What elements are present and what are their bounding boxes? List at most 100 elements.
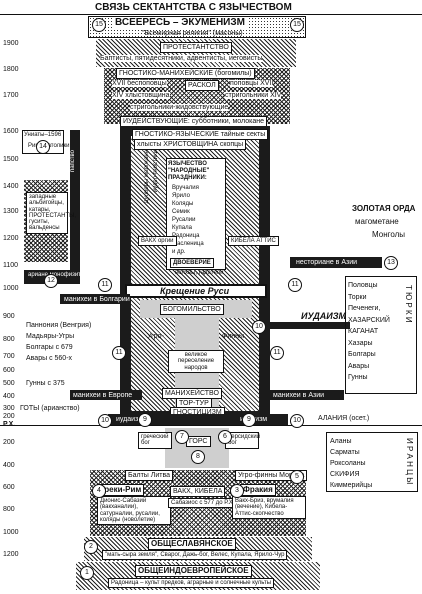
people-item: Болгары с 679 <box>26 344 73 351</box>
judaism-arrow <box>255 322 350 329</box>
turks-item: Болгары <box>348 351 376 358</box>
year-700: 700 <box>3 353 15 360</box>
era-line <box>0 425 422 426</box>
holiday-item: и др. <box>172 249 186 255</box>
iranian-item: Киммерийцы <box>330 482 373 489</box>
turks-box <box>345 276 417 394</box>
turks-item: Печенеги, <box>348 305 381 312</box>
vakh-label: ВАКХ оргии <box>138 236 177 247</box>
holiday-item: Радоница <box>172 233 200 239</box>
marker-11-mid-right: 11 <box>270 346 284 360</box>
marker-8: 8 <box>191 450 205 464</box>
left-col-text: Дуоборы молокане <box>144 150 150 204</box>
schism-label: РАСКОЛ <box>185 80 219 92</box>
marker-4: 4 <box>92 484 106 498</box>
baptism-band <box>125 284 267 298</box>
ecumenism-label: ВСЕЕРЕСЬ – ЭКУМЕНИЗМ <box>112 18 248 28</box>
turks-item: Торки <box>348 293 367 301</box>
year-1900: 1900 <box>3 40 19 47</box>
heresies-label: западные альбигойцы, катары, ПРОТЕСТАНТЫ… <box>26 192 76 234</box>
year-1200: 1200 <box>3 235 19 242</box>
year-rh: Р.Х. <box>3 421 16 428</box>
line3: стригольники-жидовствующие <box>130 104 229 111</box>
indo-european-label: ОБЩЕИНДОЕВРОПЕЙСКОЕ <box>135 565 252 578</box>
iranian-item: СКИФИЯ <box>330 471 360 478</box>
holidays-list: Вручалия Ярило Коляды Семик Русалии Купа… <box>172 184 204 256</box>
marker-9-right: 9 <box>242 413 256 427</box>
marker-10: 10 <box>252 320 266 334</box>
marker-6: 6 <box>218 430 232 444</box>
year-200: 200 <box>3 413 15 420</box>
year-1500: 1500 <box>3 156 19 163</box>
marker-15-right: 15 <box>290 18 304 32</box>
muslims-label: магометане <box>355 217 399 226</box>
uniates-label: Униаты–1596 <box>24 132 62 138</box>
thrace-detail: Вакх-Бриз, врумалия (вечение), Кибела-Ат… <box>232 496 306 519</box>
protestant-list: Баптисты, пятидесятники, адвентисты, иег… <box>100 55 263 62</box>
marker-11-right: 11 <box>288 278 302 292</box>
alania-label: АЛАНИЯ (осет.) <box>318 415 370 422</box>
khlysty-label: хлысты ХРИСТОВЩИНА скопцы <box>134 139 247 151</box>
year-1200bc: 1200 <box>3 551 19 558</box>
marker-15-left: 15 <box>92 18 106 32</box>
marker-10-low-right: 10 <box>290 414 304 428</box>
turks-item: Гунны <box>348 374 368 381</box>
nestorians-label: несториане в Азии <box>296 259 358 266</box>
turks-item: ХАЗАРСКИЙ <box>348 316 390 324</box>
marker-14: 14 <box>36 140 50 154</box>
turks-item: Авары <box>348 362 370 370</box>
year-900: 900 <box>3 313 15 320</box>
mongols-label: Монголы <box>372 230 406 239</box>
year-500: 500 <box>3 380 15 387</box>
turks-item: Половцы <box>348 282 378 289</box>
iranian-item: Роксоланы <box>330 460 366 467</box>
holiday-item: Купала <box>172 225 192 231</box>
year-600: 600 <box>3 367 15 374</box>
vakh-kibela-label: ВАКХ, КИБЕЛА <box>170 486 226 498</box>
year-1400: 1400 <box>3 183 19 190</box>
nestorians-arrow <box>290 257 382 268</box>
thrace-label: Фракия <box>240 484 276 497</box>
kibela-label: КИБЕЛА АТТИС <box>228 236 279 247</box>
marker-13: 13 <box>384 256 398 270</box>
judaism-label: ИУДАИЗМ <box>300 311 347 321</box>
manichees-europe-arrow <box>70 390 142 400</box>
marker-10-low-left: 10 <box>98 414 112 428</box>
iranian-list: Аланы Сарматы Роксоланы СКИФИЯ Киммерийц… <box>330 436 372 491</box>
year-1800: 1800 <box>3 66 19 73</box>
manichees-asia-arrow <box>268 390 344 400</box>
marker-1: 1 <box>80 566 94 580</box>
holiday-item: Коляды <box>172 201 194 207</box>
gnostic-manichean-label: ГНОСТИКО-МАНИХЕЙСКИЕ (богомилы) <box>116 68 255 80</box>
year-400bc: 400 <box>3 462 15 469</box>
marker-5: 5 <box>290 470 304 484</box>
slavic-detail: "мать-сыра земля", Сварог, Дажь-бог, Вел… <box>102 550 288 561</box>
frame-top-line <box>0 14 422 15</box>
manichees-bulgaria-label: манихеи в Болгарии <box>64 296 130 303</box>
bogomilism-label: БОГОМИЛЬСТВО <box>160 304 224 316</box>
paganism-box <box>166 158 226 270</box>
marker-3: 3 <box>230 484 244 498</box>
balts-label: Балты Литва <box>125 470 173 482</box>
migration-label: великое переселение народов <box>168 350 224 373</box>
year-1100: 1100 <box>3 262 19 269</box>
manichees-asia-label: манихеи в Азии <box>273 392 325 399</box>
baptism-label: Крещение Руси <box>160 286 230 296</box>
greco-detail: Дионис-Сабазий (вакханалии), сатурналии,… <box>97 496 171 526</box>
paganism-title: ЯЗЫЧЕСТВО "НАРОДНЫЕ" ПРАЗДНИКИ: <box>168 161 210 181</box>
turks-label: Т Ю Р К И <box>404 285 413 323</box>
holiday-item: Русалии <box>172 217 196 223</box>
common-slavic-label: ОБЩЕСЛАВЯНСКОЕ <box>148 538 236 551</box>
magi-label: волхвы, гадатели <box>175 270 224 276</box>
turks-list: Половцы Торки Печенеги, ХАЗАРСКИЙ КАГАНА… <box>348 280 390 384</box>
marker-12: 12 <box>44 274 58 288</box>
line1-right: поповцы XVII <box>230 80 274 87</box>
iranian-item: Сарматы <box>330 449 360 456</box>
manichees-bulgaria-arrow <box>60 294 130 304</box>
year-800bc: 800 <box>3 506 15 513</box>
people-item: Мадьяры-Угры <box>26 333 75 340</box>
holiday-item: Семик <box>172 209 190 215</box>
line2-left: XIV хлыстовщина <box>112 92 170 99</box>
holiday-item: Ярило <box>172 193 190 199</box>
left-col-text2: иудео-гностики <box>153 150 159 193</box>
